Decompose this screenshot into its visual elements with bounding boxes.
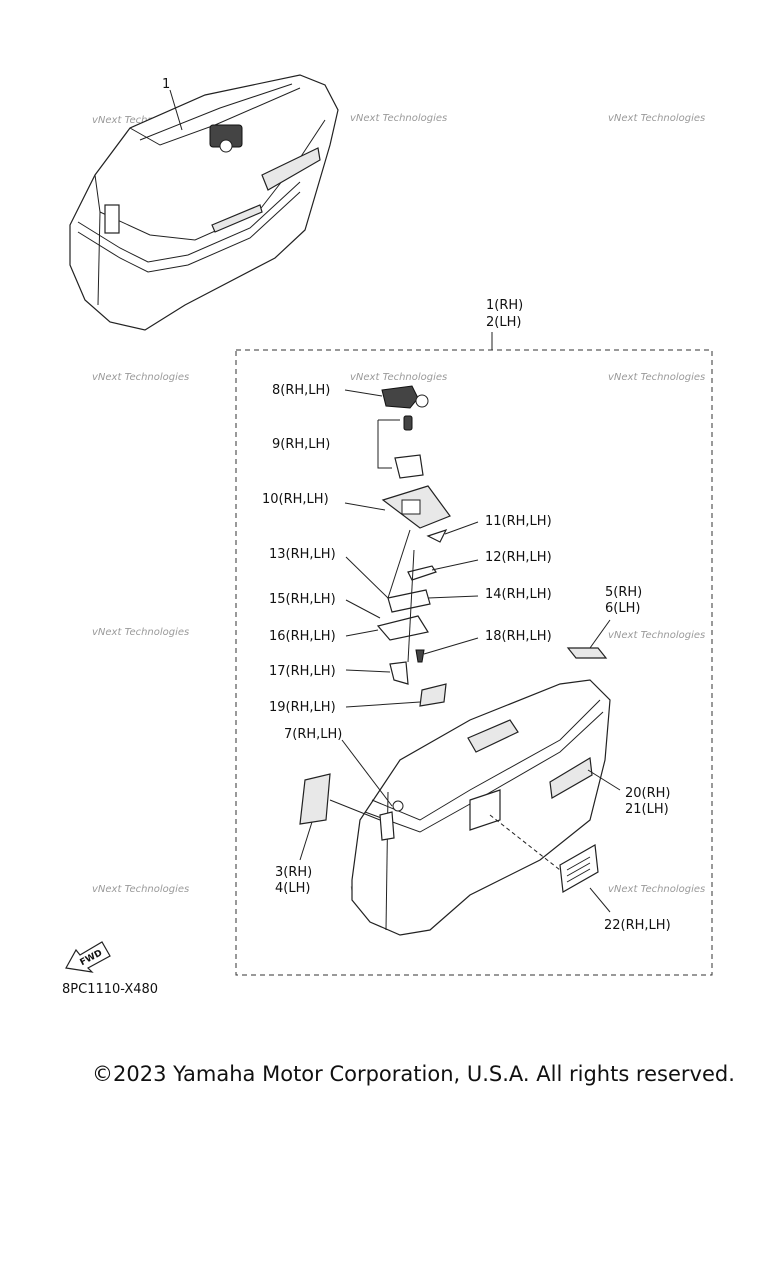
callout-11: 11(RH,LH) [485,514,552,529]
callout-3: 3(RH) [275,865,312,880]
callout-10: 10(RH,LH) [262,492,329,507]
callout-9: 9(RH,LH) [272,437,330,452]
watermark: vNext Technologies [92,627,189,638]
reflector-illustration [566,647,608,659]
warning-label-illustration [559,844,599,893]
callout-7: 7(RH,LH) [284,727,342,742]
watermark: vNext Technologies [608,113,705,124]
watermark: vNext Technologies [608,884,705,895]
callout-8: 8(RH,LH) [272,383,330,398]
exploded-view-boundary [235,349,713,976]
watermark: vNext Technologies [92,372,189,383]
lock-components [344,385,479,708]
callout-16: 16(RH,LH) [269,629,336,644]
callout-1-rh: 1(RH) [486,298,523,313]
copyright-notice: ©2023 Yamaha Motor Corporation, U.S.A. A… [92,1062,735,1086]
diagram-code: 8PC1110-X480 [62,982,158,997]
watermark: vNext Technologies [608,372,705,383]
side-reflector-illustration [299,773,331,825]
callout-13: 13(RH,LH) [269,547,336,562]
callout-1: 1 [162,77,170,92]
watermark: vNext Technologies [92,884,189,895]
saddlebag-assembled-illustration [69,74,339,331]
callout-4: 4(LH) [275,881,310,896]
callout-2-lh: 2(LH) [486,315,521,330]
callout-17: 17(RH,LH) [269,664,336,679]
callout-22: 22(RH,LH) [604,918,671,933]
saddlebag-body-illustration [351,679,611,936]
fwd-arrow-icon: FWD [65,941,111,973]
callout-5: 5(RH) [605,585,642,600]
watermark: vNext Technologies [350,113,447,124]
callout-12: 12(RH,LH) [485,550,552,565]
watermark: vNext Technologies [608,630,705,641]
watermark: vNext Technologies [92,115,189,126]
callout-6: 6(LH) [605,601,640,616]
callout-18: 18(RH,LH) [485,629,552,644]
watermark: vNext Technologies [350,372,447,383]
callout-14: 14(RH,LH) [485,587,552,602]
callout-21: 21(LH) [625,802,669,817]
callout-15: 15(RH,LH) [269,592,336,607]
callout-20: 20(RH) [625,786,671,801]
callout-19: 19(RH,LH) [269,700,336,715]
